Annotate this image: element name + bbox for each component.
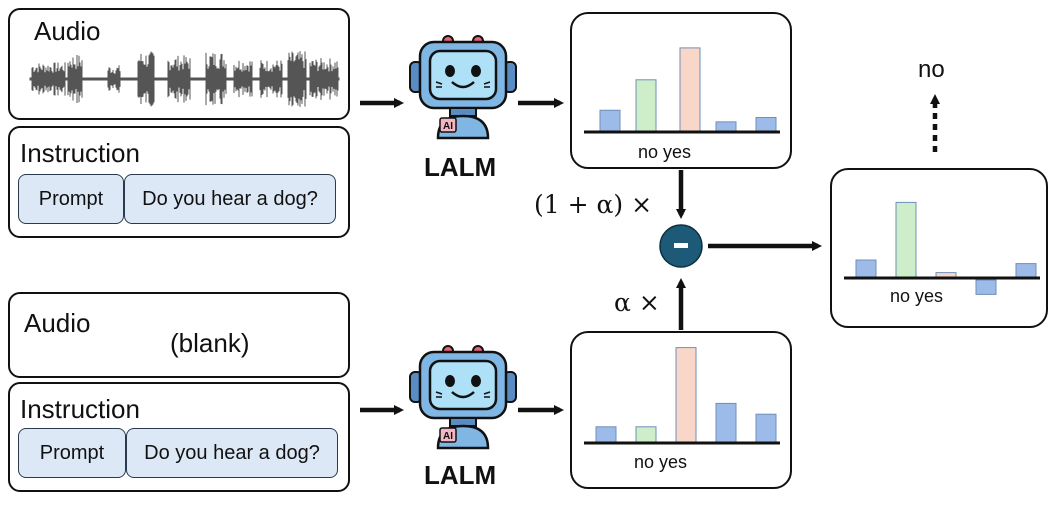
chart-xlabel-bottom: no yes	[634, 452, 688, 472]
robot-icon-top: AI	[409, 35, 517, 140]
top-audio-label: Audio	[34, 16, 101, 46]
coefficient-top: (1 + α) ×	[534, 190, 653, 219]
bottom-instruction-label: Instruction	[20, 394, 140, 424]
top-instruction-label: Instruction	[20, 138, 140, 168]
coefficient-bottom: α ×	[614, 288, 660, 317]
waveform-trace	[29, 51, 340, 107]
chart-box-result: no yes	[830, 168, 1048, 328]
chart-xlabel-top: no yes	[638, 142, 692, 162]
blank-audio-label: (blank)	[170, 328, 250, 358]
bar-chart-top	[584, 47, 780, 134]
bottom-question-pill: Do you hear a dog?	[126, 428, 338, 478]
chart-box-top: no yes	[570, 12, 792, 169]
top-question-pill: Do you hear a dog?	[124, 174, 336, 224]
audio-waveform	[29, 51, 340, 107]
bar-chart-result	[844, 201, 1040, 295]
bottom-prompt-pill: Prompt	[18, 428, 126, 478]
bar-chart-bottom	[584, 347, 780, 445]
chart-box-bottom: no yes	[570, 331, 792, 489]
chart-xlabel-result: no yes	[890, 286, 944, 306]
robot-badge-text: AI	[443, 121, 453, 132]
bottom-audio-label: Audio	[24, 308, 91, 338]
lalm-label-bottom: LALM	[424, 460, 497, 490]
robot-badge-text: AI	[443, 431, 453, 442]
lalm-label-top: LALM	[424, 152, 497, 182]
chart-bar	[975, 279, 997, 295]
top-audio-box: Audio	[8, 8, 350, 120]
output-answer: no	[918, 56, 945, 83]
top-instruction-box: Instruction Prompt Do you hear a dog?	[8, 126, 350, 238]
top-prompt-pill: Prompt	[18, 174, 124, 224]
bottom-audio-box: Audio (blank)	[8, 292, 350, 378]
bottom-instruction-box: Instruction Prompt Do you hear a dog?	[8, 382, 350, 492]
robot-icon-bottom: AI	[409, 345, 517, 450]
